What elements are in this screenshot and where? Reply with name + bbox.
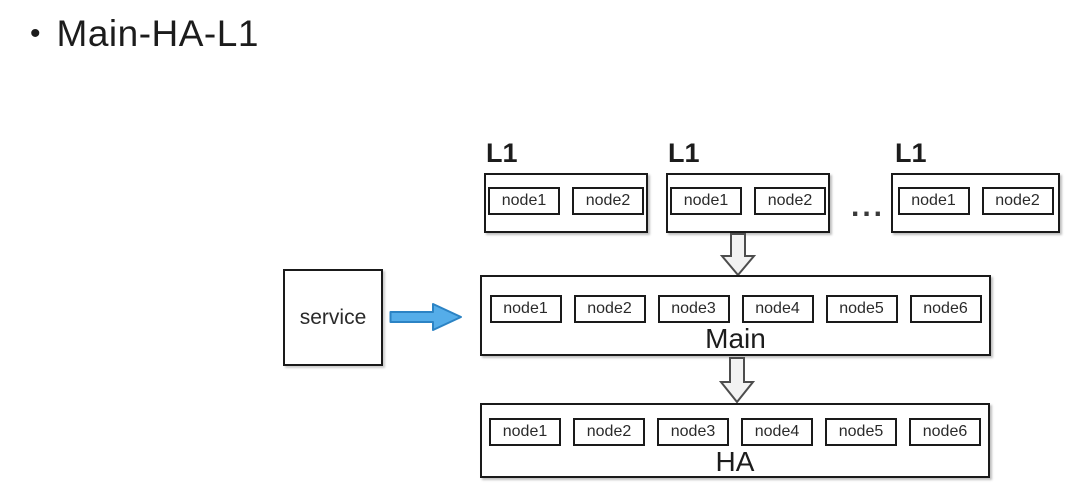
main-box: node1 node2 node3 node4 node5 node6 Main [480,275,991,356]
main-node-5: node5 [825,295,898,323]
title-bullet: • [30,17,41,50]
arrow-right-icon [389,303,462,331]
main-node-2: node2 [573,295,646,323]
ha-node-6: node6 [909,418,981,446]
arrow-down-icon [719,233,757,276]
main-node-1: node1 [489,295,562,323]
ha-node-row: node1 node2 node3 node4 node5 node6 [482,405,988,446]
l1-2-node-2: node2 [754,187,826,215]
l1-cluster-2-label: L1 [668,138,700,168]
service-box: service [283,269,383,366]
ha-node-4: node4 [741,418,813,446]
main-node-row: node1 node2 node3 node4 node5 node6 [482,277,989,323]
l1-1-node-2: node2 [572,187,644,215]
slide-title-row: • Main-HA-L1 [30,10,259,58]
page-title: Main-HA-L1 [56,13,259,54]
main-label: Main [705,323,766,354]
l1-3-node-1: node1 [897,187,970,215]
ha-node-5: node5 [825,418,897,446]
service-label: service [299,305,367,329]
l1-cluster-1-label: L1 [486,138,518,168]
l1-cluster-3-label: L1 [895,138,927,168]
arrow-down-icon [718,357,756,403]
l1-3-node-2: node2 [981,187,1054,215]
ha-node-1: node1 [489,418,561,446]
l1-cluster-2-box: node1 node2 [666,173,830,233]
l1-cluster-3-box: node1 node2 [891,173,1060,233]
main-node-6: node6 [909,295,982,323]
ha-node-2: node2 [573,418,645,446]
l1-2-node-1: node1 [670,187,742,215]
ha-label: HA [715,446,755,477]
ha-box: node1 node2 node3 node4 node5 node6 HA [480,403,990,478]
more-clusters-ellipsis: ... [850,190,885,223]
main-node-3: node3 [657,295,730,323]
l1-cluster-1-box: node1 node2 [484,173,648,233]
main-node-4: node4 [741,295,814,323]
ha-node-3: node3 [657,418,729,446]
l1-1-node-1: node1 [488,187,560,215]
